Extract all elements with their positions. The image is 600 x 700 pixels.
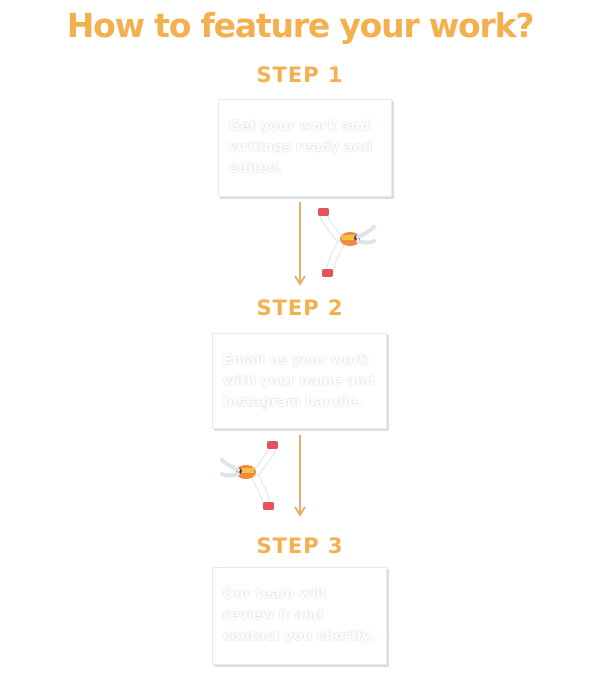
step-1-card: Get your work and writings ready and edi… — [218, 99, 392, 197]
step-3-card: Our team will review it and contact you … — [212, 567, 387, 665]
step-1-text: Get your work and writings ready and edi… — [229, 118, 373, 176]
arrow-down-icon — [294, 435, 306, 517]
page-title: How to feature your work? — [66, 6, 535, 45]
falling-person-illustration — [220, 441, 278, 510]
arrow-down-icon — [294, 202, 306, 286]
step-2-card: Email us your work with your name and In… — [212, 333, 387, 429]
step-1-label: STEP 1 — [256, 63, 344, 87]
step-3-text: Our team will review it and contact you … — [223, 586, 375, 644]
falling-person-illustration — [318, 208, 376, 277]
step-3-label: STEP 3 — [256, 534, 344, 558]
step-2-text: Email us your work with your name and In… — [223, 352, 375, 410]
step-2-label: STEP 2 — [256, 296, 344, 320]
